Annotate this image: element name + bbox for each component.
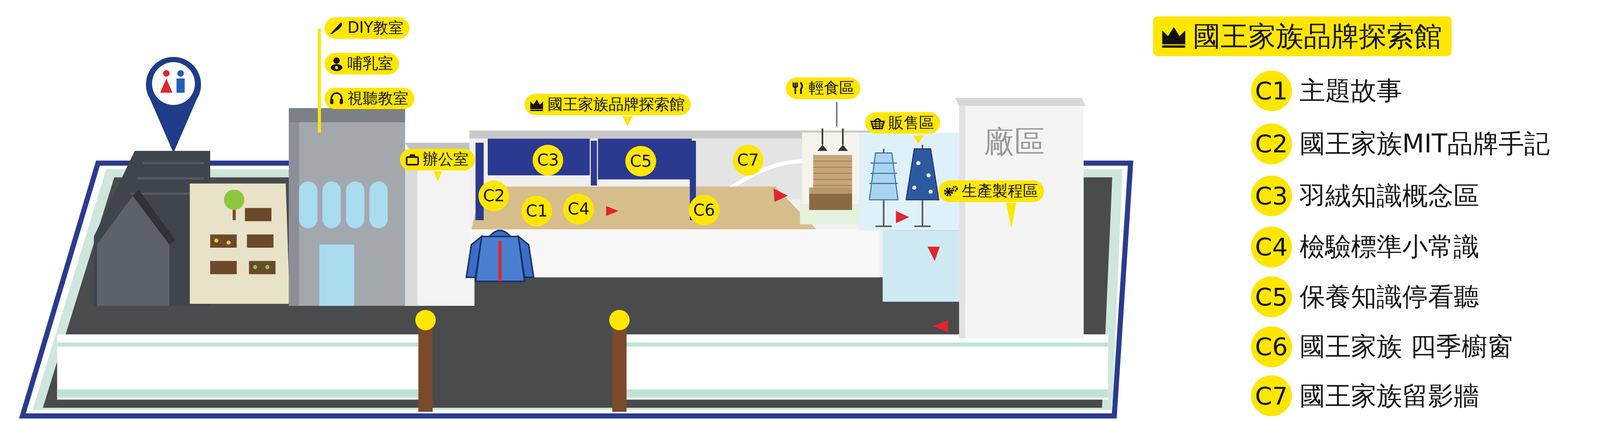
fork-icon <box>790 80 806 96</box>
baby-icon <box>328 56 345 72</box>
factory-building <box>955 97 1086 339</box>
callout-circle: C5 <box>1251 276 1292 318</box>
area-name: 輕食區 <box>808 79 855 98</box>
legend-text: 國王家族留影牆 <box>1299 381 1480 411</box>
callout-number: C3 <box>532 144 564 176</box>
area-name: 販售區 <box>888 113 935 133</box>
callout-number: C1 <box>521 195 552 227</box>
callout-circle: C1 <box>1251 70 1292 112</box>
legend-heading: 國王家族品牌探索館 <box>1153 16 1452 57</box>
area-name: DIY教室 <box>347 18 404 38</box>
basket-icon <box>869 115 886 131</box>
callout-text: C4 <box>1255 234 1288 260</box>
activity-building <box>288 107 406 306</box>
snack-area <box>800 101 862 225</box>
callout-text: C7 <box>1255 383 1288 409</box>
callout-text: C6 <box>1255 334 1288 359</box>
callout-text: C7 <box>737 152 759 169</box>
callout-number: C6 <box>688 194 720 226</box>
leaf-icon <box>328 20 345 36</box>
area-name: 辦公室 <box>422 150 469 169</box>
area-tag: 國王家族品牌探索館 <box>524 93 691 116</box>
callout-text: C1 <box>525 202 548 220</box>
legend-heading-text: 國王家族品牌探索館 <box>1192 19 1442 53</box>
case-icon <box>404 152 420 168</box>
crown-icon <box>1159 22 1188 51</box>
legend-item: C2 國王家族MIT品牌手記 <box>1251 123 1550 165</box>
garden <box>189 183 290 305</box>
callout-text: C3 <box>1255 183 1288 209</box>
callout-text: C3 <box>537 152 559 169</box>
area-name: 視聽教室 <box>347 89 409 108</box>
gate-post <box>415 310 630 412</box>
legend-item: C6 國王家族 四季櫥窗 <box>1251 326 1513 368</box>
building-name: 廠區 <box>983 123 1045 160</box>
legend-item: C4 檢驗標準小常識 <box>1251 226 1480 268</box>
toilet-pin <box>146 56 201 153</box>
room-tag: 哺乳室 <box>324 52 400 75</box>
callout-number: C2 <box>478 180 509 211</box>
callout-text: C2 <box>1255 131 1288 157</box>
jacket-figure <box>466 230 534 282</box>
callout-number: C5 <box>625 146 656 177</box>
callout-circle: C4 <box>1251 226 1292 268</box>
flow-arrow <box>606 188 948 333</box>
leader-line <box>317 28 321 133</box>
callout-text: C5 <box>1255 284 1288 310</box>
callout-circle: C7 <box>1251 375 1292 417</box>
callout-number: C7 <box>732 144 764 176</box>
phone-icon <box>328 90 345 106</box>
legend-text: 檢驗標準小常識 <box>1299 232 1480 262</box>
room-tag: 辦公室 <box>399 148 475 171</box>
legend-text: 主題故事 <box>1299 76 1403 106</box>
area-name: 國王家族品牌探索館 <box>547 95 685 114</box>
gear-icon <box>943 183 959 199</box>
production-area <box>882 230 961 303</box>
legend-text: 羽絨知識概念區 <box>1299 181 1480 211</box>
legend-item: C1 主題故事 <box>1251 70 1403 112</box>
area-tag: 販售區 <box>865 112 940 134</box>
area-name: 生產製程區 <box>961 182 1039 201</box>
area-tag: 生產製程區 <box>938 180 1044 202</box>
callout-text: C4 <box>567 200 590 218</box>
legend-text: 國王家族MIT品牌手記 <box>1299 129 1550 159</box>
brand-hall <box>469 116 888 278</box>
callout-circle: C2 <box>1251 123 1292 165</box>
area-name: 哺乳室 <box>347 54 394 74</box>
legend-item: C5 保養知識停看聽 <box>1251 276 1480 318</box>
callout-text: C6 <box>693 202 715 219</box>
callout-circle: C3 <box>1251 175 1292 217</box>
legend-text: 保養知識停看聽 <box>1299 282 1480 312</box>
legend-text: 國王家族 四季櫥窗 <box>1299 332 1513 362</box>
callout-circle: C6 <box>1251 326 1292 368</box>
callout-text: C2 <box>482 187 505 205</box>
room-tag: DIY教室 <box>324 17 410 39</box>
crown-icon <box>529 97 545 113</box>
front-wall <box>56 334 1108 400</box>
room-tag: 視聽教室 <box>324 87 415 110</box>
callout-text: C1 <box>1255 78 1288 104</box>
area-tag: 輕食區 <box>785 77 861 99</box>
legend-item: C7 國王家族留影牆 <box>1251 375 1480 417</box>
building-label: 廠區 <box>981 122 1048 161</box>
callout-text: C5 <box>629 153 652 170</box>
legend-item: C3 羽絨知識概念區 <box>1251 175 1480 217</box>
callout-number: C4 <box>563 193 594 225</box>
